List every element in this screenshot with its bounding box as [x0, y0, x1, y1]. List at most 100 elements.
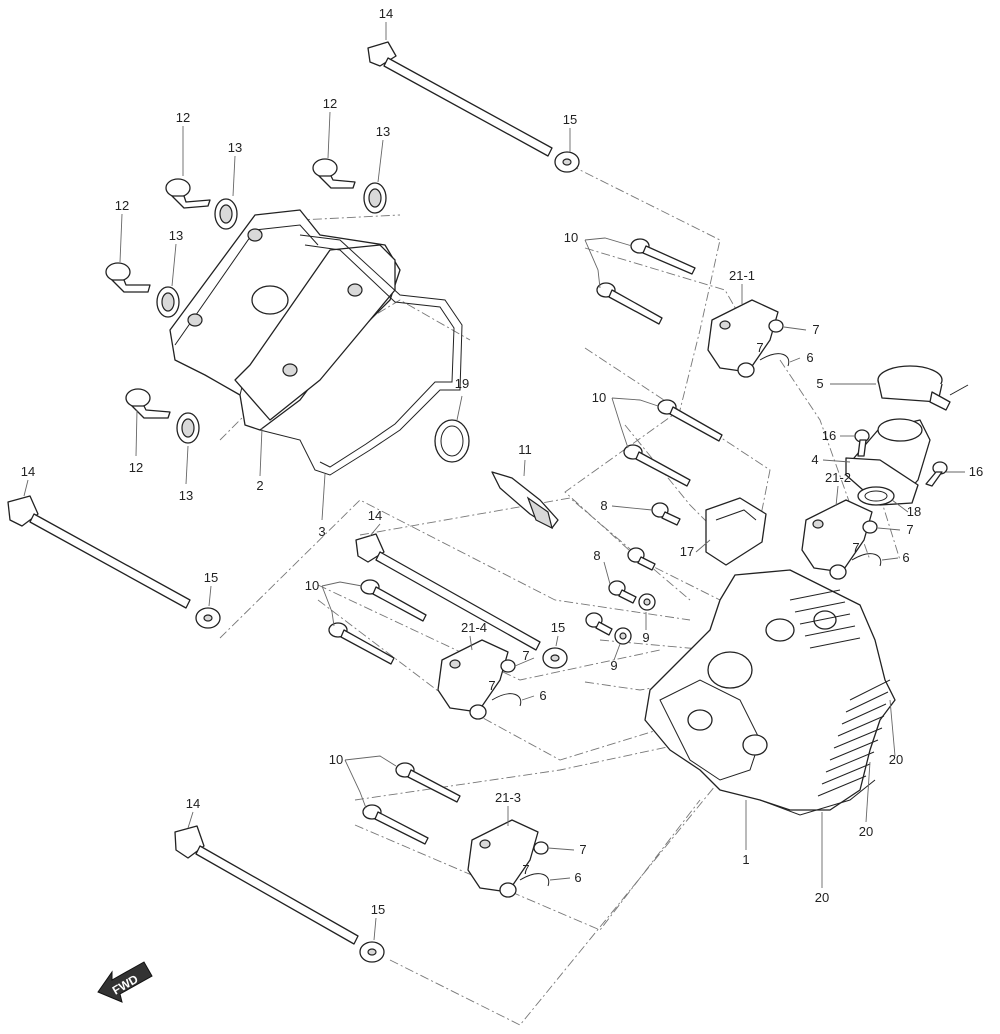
- callout-13-b: 13: [169, 228, 183, 243]
- cover-washer-13b: [156, 286, 180, 318]
- washer-15-top: [554, 151, 580, 173]
- cover-washer-13a: [214, 198, 238, 230]
- long-bolt-14-bottom: [174, 825, 359, 945]
- callout-1: 1: [742, 852, 749, 867]
- callout-18: 18: [907, 504, 921, 519]
- cam-cap-21-4: [437, 639, 522, 720]
- callout-10-b: 10: [592, 390, 606, 405]
- callout-8-a: 8: [600, 498, 607, 513]
- callout-12-a: 12: [176, 110, 190, 125]
- cover-bolt-12a: [165, 178, 211, 209]
- cam-cap-21-1: [707, 299, 790, 378]
- cylinder-head: [644, 569, 896, 816]
- spark-plug: [491, 471, 559, 530]
- bolt-10-f: [328, 622, 395, 665]
- callout-21-3: 21-3: [495, 790, 521, 805]
- washer-15-bottom: [359, 941, 385, 963]
- callout-leaders: [23, 22, 965, 941]
- callout-15-bottom: 15: [371, 902, 385, 917]
- cover-bolt-12d: [125, 388, 171, 419]
- callout-14-top: 14: [379, 6, 393, 21]
- intake-pipe: [845, 418, 931, 506]
- callout-10-d: 10: [329, 752, 343, 767]
- cover-washer-13c: [363, 182, 387, 214]
- callout-7-b: 7: [756, 340, 763, 355]
- callout-7-c: 7: [906, 522, 913, 537]
- callout-10-a: 10: [564, 230, 578, 245]
- callout-20-b: 20: [859, 824, 873, 839]
- callout-10-c: 10: [305, 578, 319, 593]
- callout-12-b: 12: [115, 198, 129, 213]
- callout-16-b: 16: [969, 464, 983, 479]
- callout-13-a: 13: [228, 140, 242, 155]
- callout-3: 3: [318, 524, 325, 539]
- long-bolt-14-left: [7, 495, 191, 609]
- callout-21-2: 21-2: [825, 470, 851, 485]
- callout-8-b: 8: [593, 548, 600, 563]
- bolt-8-a: [651, 502, 681, 526]
- washer-15-left: [195, 607, 221, 629]
- bolt-10-d: [623, 444, 691, 487]
- callout-14-left: 14: [21, 464, 35, 479]
- cover-washer-13d: [176, 412, 200, 444]
- cover-bolt-12b: [105, 262, 151, 293]
- bolt-10-h: [362, 804, 429, 845]
- callout-20-c: 20: [815, 890, 829, 905]
- cam-cap-21-2: [801, 499, 882, 580]
- bolt-10-a: [630, 238, 696, 275]
- bolt-8-d: [585, 612, 613, 636]
- intake-bolt-16-b: [925, 461, 948, 487]
- callout-6-c: 6: [539, 688, 546, 703]
- washer-9-b: [614, 627, 632, 645]
- callout-6-a: 6: [806, 350, 813, 365]
- callout-12-c: 12: [323, 96, 337, 111]
- o-ring: [434, 419, 470, 463]
- callout-17: 17: [680, 544, 694, 559]
- callout-5: 5: [816, 376, 823, 391]
- callout-2: 2: [256, 478, 263, 493]
- cover-bolt-12c: [312, 158, 356, 189]
- callout-14-middle: 14: [368, 508, 382, 523]
- callout-12-d: 12: [129, 460, 143, 475]
- callout-21-4: 21-4: [461, 620, 487, 635]
- bolt-10-b: [596, 282, 663, 325]
- callout-21-1: 21-1: [729, 268, 755, 283]
- callout-14-bottom: 14: [186, 796, 200, 811]
- callout-6-b: 6: [902, 550, 909, 565]
- callout-16-a: 16: [822, 428, 836, 443]
- bolt-10-g: [395, 762, 461, 803]
- washer-15-middle: [542, 647, 568, 669]
- callout-15-top: 15: [563, 112, 577, 127]
- callout-20-a: 20: [889, 752, 903, 767]
- callout-7-h: 7: [522, 862, 529, 877]
- washer-9-a: [638, 593, 656, 611]
- callout-7-a: 7: [812, 322, 819, 337]
- callout-13-c: 13: [376, 124, 390, 139]
- bolt-8-b: [627, 547, 656, 571]
- callout-4: 4: [811, 452, 818, 467]
- callout-15-left: 15: [204, 570, 218, 585]
- callout-6-d: 6: [574, 870, 581, 885]
- callout-9-a: 9: [642, 630, 649, 645]
- cover-gasket: [259, 234, 463, 476]
- callout-labels: 14 15 12 13 12 13 12 13 12 13 2 3 19 11 …: [21, 6, 983, 917]
- valve-cover: [169, 209, 401, 431]
- callout-13-d: 13: [179, 488, 193, 503]
- callout-7-g: 7: [579, 842, 586, 857]
- callout-19: 19: [455, 376, 469, 391]
- callout-7-f: 7: [488, 678, 495, 693]
- callout-7-e: 7: [522, 648, 529, 663]
- callout-11: 11: [518, 442, 532, 457]
- callout-15-middle: 15: [551, 620, 565, 635]
- intake-gasket-18: [857, 486, 895, 506]
- callout-9-b: 9: [610, 658, 617, 673]
- intake-clamp: [877, 365, 969, 411]
- cam-cap-21-3: [467, 819, 550, 898]
- fwd-direction-arrow: FWD: [97, 961, 153, 1003]
- bolt-10-e: [360, 579, 427, 622]
- bolt-8-c: [608, 580, 637, 604]
- callout-7-d: 7: [852, 540, 859, 555]
- long-bolt-14-middle: [355, 533, 541, 651]
- bracket-17: [705, 497, 767, 566]
